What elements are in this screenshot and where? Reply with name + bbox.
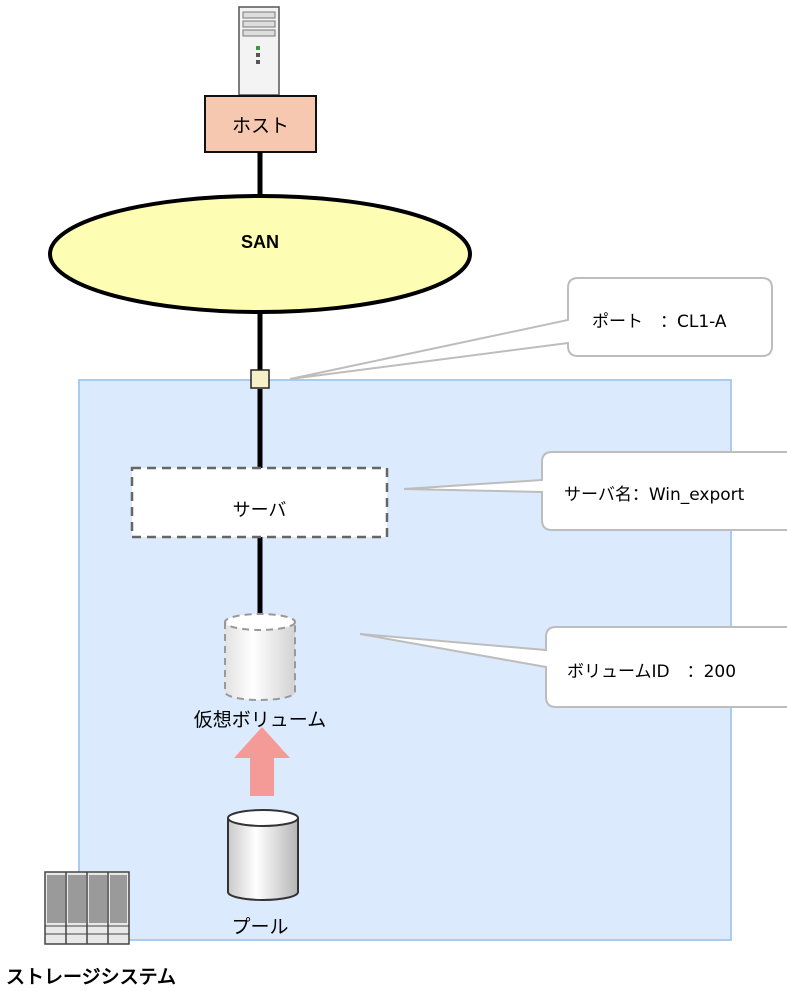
server-tower-icon — [238, 6, 280, 96]
port-callout-text: ポート ：CL1-A — [592, 312, 727, 332]
storage-system-label: ストレージシステム — [6, 966, 177, 988]
server-callout-text: サーバ名：Win_export — [564, 485, 745, 505]
host-label: ホスト — [231, 114, 289, 137]
pool-label: プール — [231, 916, 289, 938]
san-ellipse — [48, 194, 472, 314]
volume-callout — [359, 626, 787, 708]
allocation-arrow — [234, 727, 290, 796]
server-label: サーバ — [232, 500, 287, 521]
server-callout — [403, 451, 787, 531]
server-box — [130, 466, 389, 539]
port-square — [250, 369, 270, 389]
san-label: SAN — [240, 232, 279, 252]
pool-cylinder — [227, 809, 299, 901]
volume-callout-text: ボリュームID ：200 — [567, 662, 737, 682]
virtual-volume-cylinder — [224, 613, 296, 701]
host-box — [204, 95, 317, 153]
storage-rack-icon — [44, 871, 130, 945]
port-callout — [289, 277, 773, 380]
virtual-volume-label: 仮想ボリューム — [193, 709, 327, 731]
